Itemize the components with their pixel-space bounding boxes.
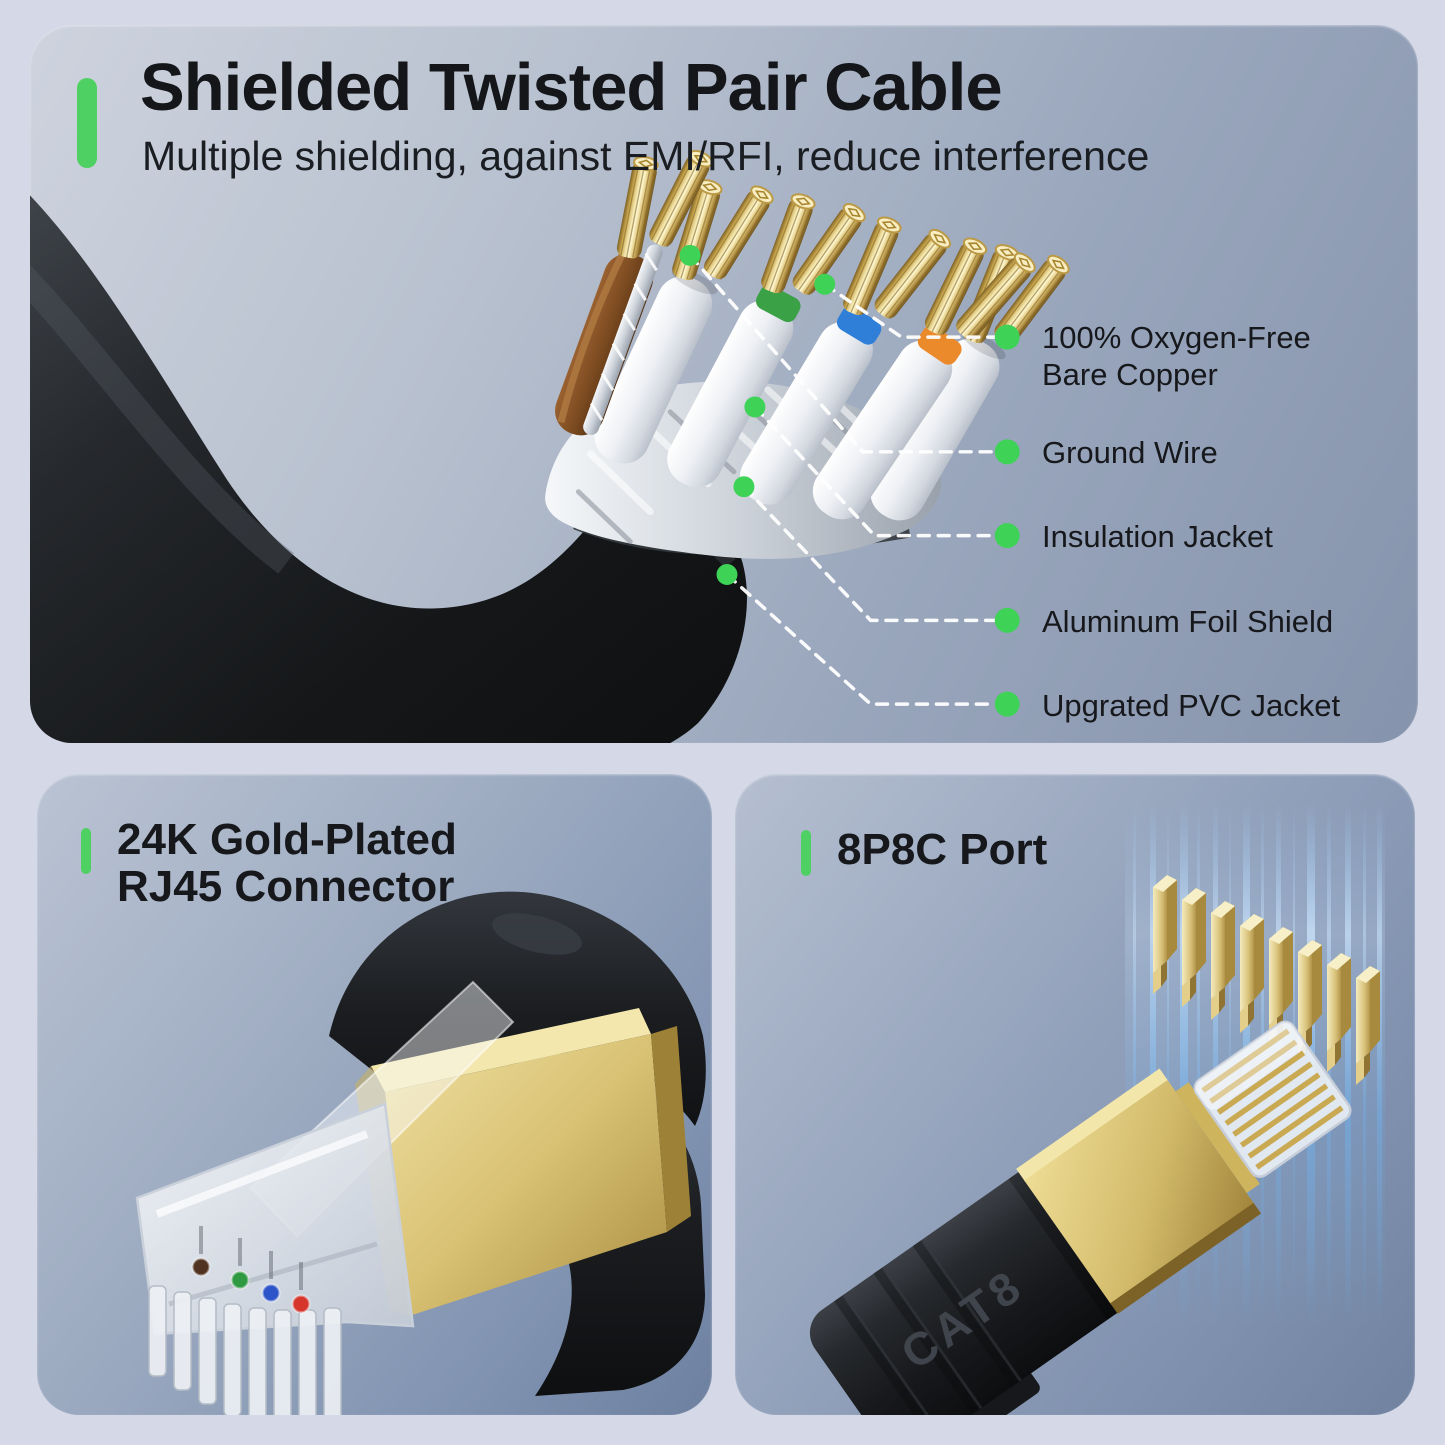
leader-lines [688,253,997,706]
accent-bar [77,78,97,168]
accent-bar [81,828,91,874]
callout-label-pvc-jacket: Upgrated PVC Jacket [1042,688,1341,723]
gold-contacts [1201,1028,1344,1170]
green-marker-dot [744,396,766,418]
pin-comb [148,1285,342,1415]
green-marker-dot [994,691,1020,717]
green-marker-dot [994,607,1020,633]
leader-line [822,282,997,339]
rj45-connector-illustration [135,891,706,1415]
accent-bar [801,830,811,876]
cable-illustration [30,146,1074,743]
green-marker-dot [679,244,701,266]
wire-pair-1 [594,176,777,464]
wire-pair-2 [667,190,870,488]
gold-shield [1008,1068,1262,1320]
pin-channels [199,1226,303,1290]
connector-body: CAT8 [809,1020,1352,1415]
port-panel: CAT8 8P8C Port [735,774,1415,1415]
green-marker-dots [679,244,1020,717]
leader-line [753,405,997,538]
shielded-cable-panel: Shielded Twisted Pair Cable Multiple shi… [30,25,1418,743]
page-title: Shielded Twisted Pair Cable [140,50,1003,125]
green-marker-dot [814,273,836,295]
callout-label-insulation-jacket: Insulation Jacket [1042,519,1273,554]
boot-fins [907,1371,1040,1415]
callout-label-ground-wire: Ground Wire [1042,435,1218,470]
subtitle-line-1: Multiple shielding, against EMI/RFI, [142,133,785,179]
twisted-pair-wires [555,146,1074,521]
leader-line [688,253,997,454]
callout-label-aluminum-foil-shield: Aluminum Foil Shield [1042,604,1334,639]
subtitle-line-2: reduce interference [796,133,1150,179]
page-subtitle: Multiple shielding, against EMI/RFI, red… [142,133,1149,180]
port-panel-title: 8P8C Port [837,825,1048,874]
callout-label-bare-copper: 100% Oxygen-Free Bare Copper [1042,320,1311,392]
wire-pair-3 [740,213,955,505]
rj45-panel-title: 24K Gold-Plated RJ45 Connector [117,816,457,910]
green-marker-dot [994,439,1020,465]
green-marker-dot [733,476,755,498]
port-illustration: CAT8 [809,802,1385,1415]
rj45-title-line-2: RJ45 Connector [117,862,455,911]
rj45-title-line-1: 24K Gold-Plated [117,815,457,864]
wire-color-dots [191,1257,311,1314]
leader-line [725,572,997,706]
green-marker-dot [716,563,738,585]
cat8-boot: CAT8 [809,1167,1130,1415]
green-marker-dot [994,324,1020,350]
leader-line [742,484,997,623]
rj45-connector-panel: 24K Gold-Plated RJ45 Connector [37,774,712,1415]
green-marker-dot [994,523,1020,549]
ground-drain-wire [555,146,716,436]
wire-pair-4 [812,234,1040,520]
crystal-housing [1193,1020,1352,1178]
